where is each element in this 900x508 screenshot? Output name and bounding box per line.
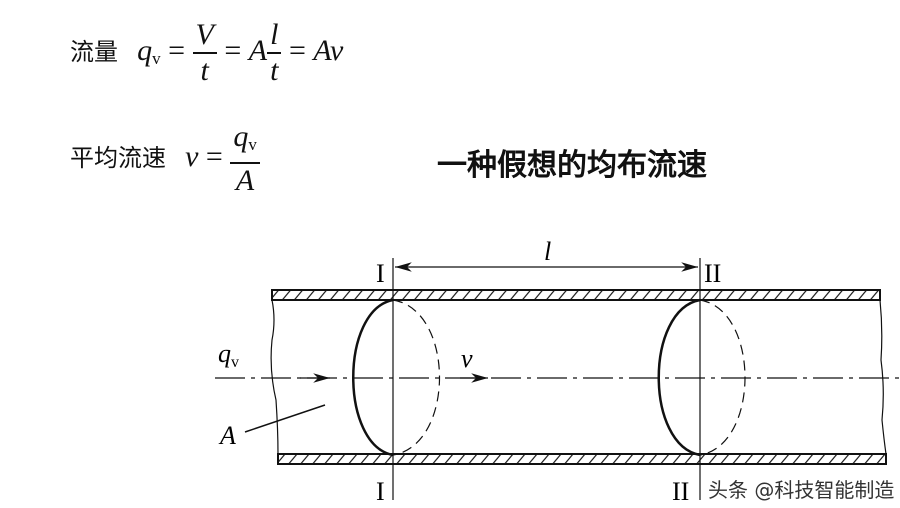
section-2-bottom-label: II bbox=[672, 477, 689, 506]
time-symbol: t bbox=[200, 54, 209, 87]
length-label: l bbox=[544, 237, 551, 266]
area-symbol: A bbox=[235, 164, 255, 197]
q-symbol: q bbox=[137, 33, 153, 67]
velocity-label: v bbox=[461, 344, 473, 373]
q-subscript: v bbox=[248, 135, 257, 154]
flow-symbol: q bbox=[218, 339, 231, 368]
av-symbol: Av bbox=[313, 33, 344, 67]
mean-velocity-label: 平均流速 bbox=[70, 143, 166, 172]
section-1-front-arc bbox=[352, 298, 394, 457]
pipe-left-break bbox=[270, 299, 279, 455]
pipe-top-wall bbox=[271, 289, 881, 301]
flow-label: qv bbox=[218, 339, 239, 371]
area-leader bbox=[244, 404, 326, 433]
area-symbol: A bbox=[248, 33, 268, 67]
volume-symbol: V bbox=[192, 18, 217, 54]
flow-rate-label: 流量 bbox=[70, 37, 118, 66]
section-1-back-arc bbox=[392, 299, 440, 456]
length-symbol: l bbox=[267, 18, 282, 54]
time-symbol: t bbox=[270, 54, 279, 87]
flow-subscript: v bbox=[231, 354, 239, 371]
section-1-bottom-label: I bbox=[376, 477, 385, 506]
v-symbol: v bbox=[185, 139, 199, 173]
q-subscript: v bbox=[152, 48, 161, 68]
equals: = bbox=[168, 33, 186, 67]
watermark: 头条 @科技智能制造 bbox=[708, 478, 895, 502]
section-2-top-label: II bbox=[704, 259, 721, 288]
pipe-right-break bbox=[879, 299, 887, 455]
section-1-top-label: I bbox=[376, 259, 385, 288]
q-symbol: q bbox=[233, 120, 249, 153]
equals: = bbox=[288, 33, 306, 67]
slogan: 一种假想的均布流速 bbox=[437, 148, 707, 183]
area-label: A bbox=[218, 421, 236, 450]
section-2-front-arc bbox=[657, 298, 701, 457]
equals: = bbox=[224, 33, 242, 67]
equals: = bbox=[205, 139, 223, 173]
section-2-back-arc bbox=[699, 299, 746, 456]
pipe-bottom-wall bbox=[277, 453, 887, 465]
